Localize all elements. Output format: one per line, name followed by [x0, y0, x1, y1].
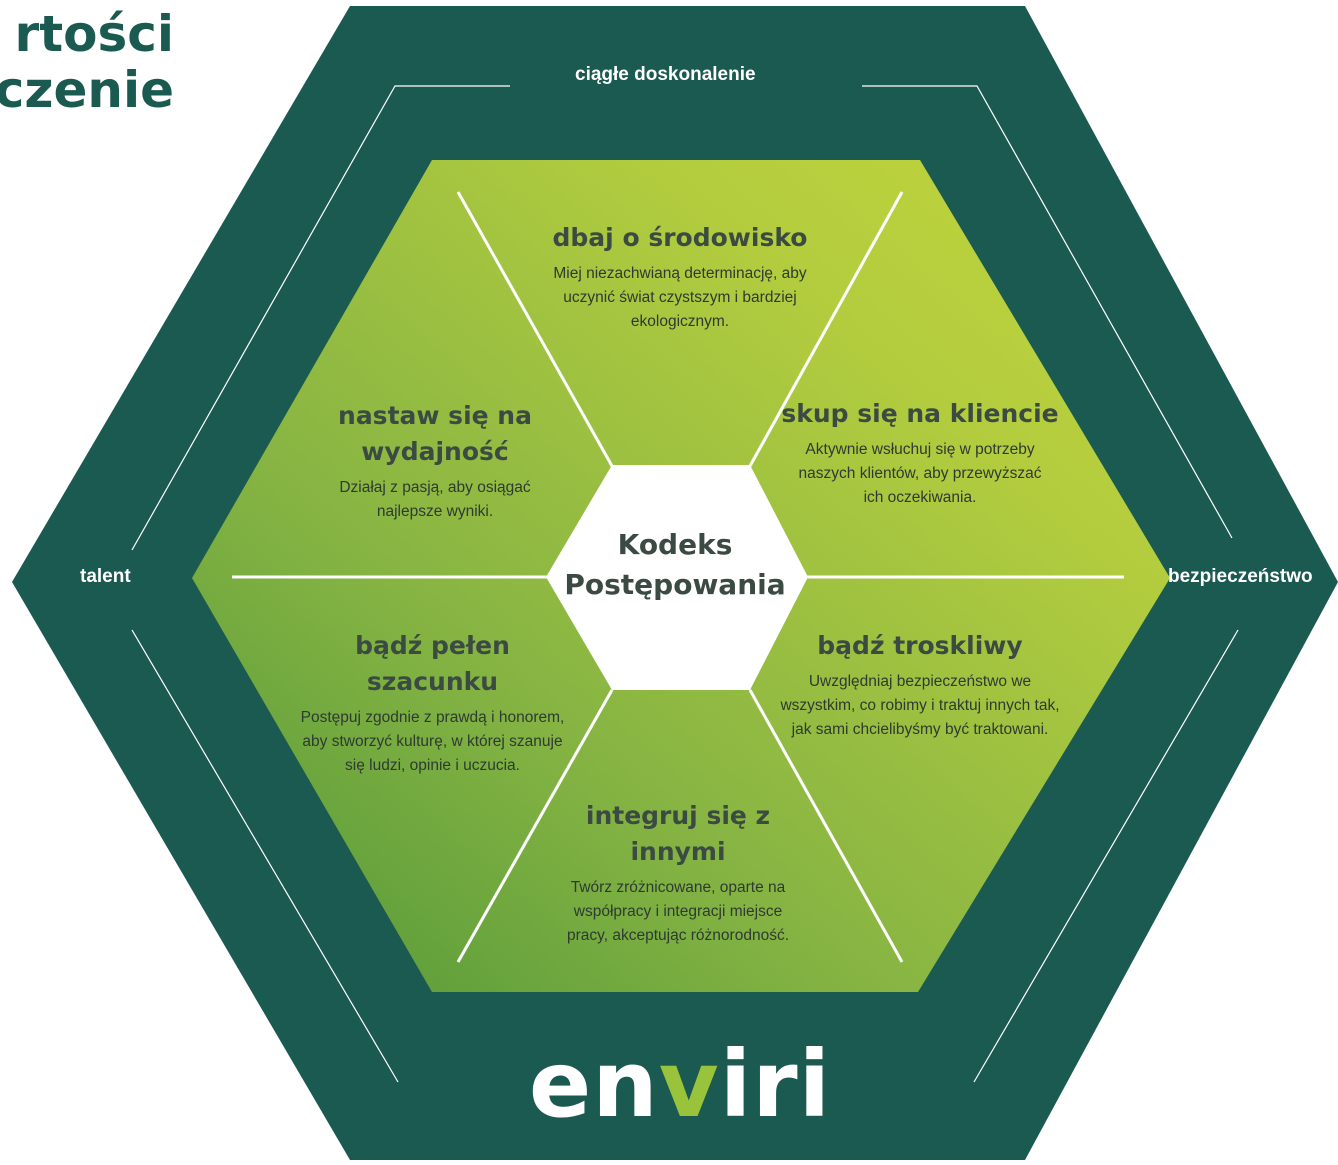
logo-part-accent: v: [658, 1031, 720, 1138]
segment-upper-right: skup się na kliencie Aktywnie wsłuchuj s…: [780, 396, 1060, 510]
segment-text: Uwzględniaj bezpieczeństwo we wszystkim,…: [780, 673, 1060, 738]
center-line-2: Postępowania: [564, 568, 786, 601]
logo-part-2: iri: [719, 1031, 832, 1138]
center-hexagon: [546, 465, 808, 690]
segment-title: integruj się z innymi: [585, 801, 771, 866]
center-line-1: Kodeks: [617, 528, 733, 561]
segment-bottom: integruj się z innymi Twórz zróżnicowane…: [553, 798, 803, 948]
segment-upper-left: nastaw się na wydajność Działaj z pasją,…: [315, 398, 555, 524]
page-title-fragment: rtości czenie: [0, 6, 174, 118]
center-label: Kodeks Postępowania: [545, 525, 805, 605]
ring-label-left: talent: [80, 566, 131, 587]
segment-dividers: [232, 191, 1124, 963]
segment-title: dbaj o środowisko: [552, 223, 808, 252]
enviri-logo: enviri: [520, 1035, 840, 1135]
ring-label-right: bezpieczeństwo: [1168, 566, 1313, 587]
title-line-2: czenie: [0, 61, 174, 119]
segment-title: nastaw się na wydajność: [338, 401, 532, 466]
ring-label-top: ciągłe doskonalenie: [575, 64, 756, 85]
segment-text: Aktywnie wsłuchuj się w potrzeby naszych…: [798, 441, 1042, 506]
segment-title: bądź troskliwy: [817, 631, 1023, 660]
title-line-1: rtości: [14, 5, 174, 63]
logo-part-1: en: [528, 1031, 659, 1138]
segment-title: skup się na kliencie: [781, 399, 1059, 428]
segment-text: Twórz zróżnicowane, oparte na współpracy…: [567, 879, 789, 944]
segment-text: Miej niezachwianą determinację, aby uczy…: [553, 265, 807, 330]
segment-text: Działaj z pasją, aby osiągać najlepsze w…: [339, 479, 531, 520]
segment-top: dbaj o środowisko Miej niezachwianą dete…: [525, 220, 835, 334]
segment-lower-left: bądź pełen szacunku Postępuj zgodnie z p…: [300, 628, 565, 778]
segment-title: bądź pełen szacunku: [355, 631, 510, 696]
ring-decorative-lines: [131, 85, 1239, 1083]
segment-text: Postępuj zgodnie z prawdą i honorem, aby…: [300, 709, 565, 774]
segment-lower-right: bądź troskliwy Uwzględniaj bezpieczeństw…: [770, 628, 1070, 742]
